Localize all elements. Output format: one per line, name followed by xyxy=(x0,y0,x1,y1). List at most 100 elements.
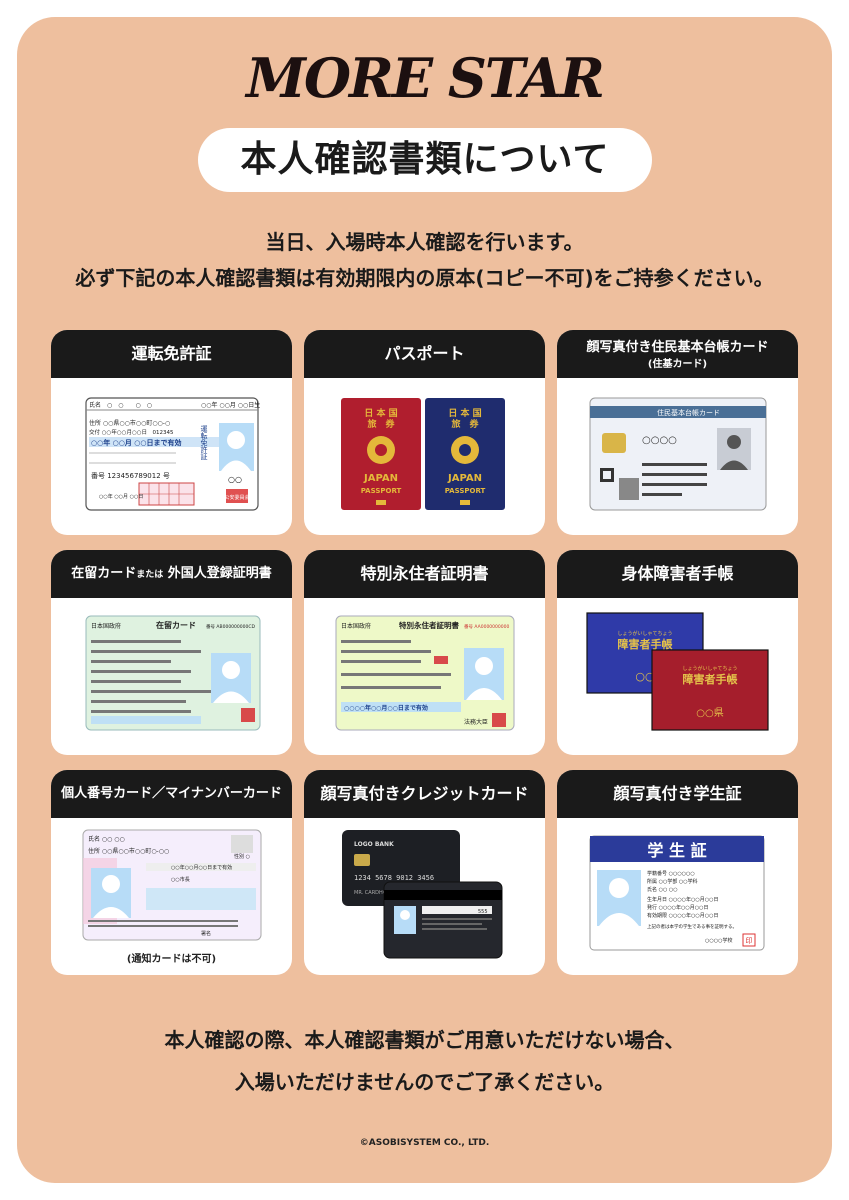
techo-red-title: 障害者手帳 xyxy=(683,672,738,686)
mynumber-note: (通知カードは不可) xyxy=(126,954,217,965)
card-header: 個人番号カード／マイナンバーカード xyxy=(51,770,292,818)
card-mynumber: 個人番号カード／マイナンバーカード 氏名 ○○ ○○ 住所 ○○県○○市○○町○… xyxy=(51,770,292,975)
card-title: 個人番号カード／マイナンバーカード xyxy=(61,786,282,801)
passport-blue-top1: 日 本 国 xyxy=(448,407,481,419)
credit-holder: MR. CARDHOLDER xyxy=(354,890,401,896)
techo-red-pref: ○○県 xyxy=(696,707,723,719)
license-seal: 公安委員会 xyxy=(224,494,249,501)
license-side-label: 運転免許証 xyxy=(200,424,208,461)
passport-red-top1: 日 本 国 xyxy=(364,407,397,419)
student-row4: 生年月日 ○○○○年○○月○○日 xyxy=(647,896,719,903)
techo-blue-circle: ○○ xyxy=(635,670,654,683)
zairyu-title: 在留カード xyxy=(156,620,196,630)
card-title-tail: 外国人登録証明書 xyxy=(167,565,272,581)
passport-blue-top2: 旅 券 xyxy=(451,418,479,430)
student-row2: 所属 ○○学部 ○○学科 xyxy=(647,878,698,885)
student-row1: 学籍番号 ○○○○○○ xyxy=(647,870,695,877)
student-row6: 有効期限 ○○○○年○○月○○日 xyxy=(647,912,719,919)
card-title: パスポート xyxy=(384,344,465,363)
card-title: 身体障害者手帳 xyxy=(621,564,734,583)
license-valid: ○○年 ○○月 ○○日まで有効 xyxy=(91,438,182,447)
tokubetsu-valid: ○○○○年○○月○○日まで有効 xyxy=(344,704,428,712)
student-id-illustration: 学 生 証 学籍番号 ○○○○○○ 所属 ○○学部 ○○学科 氏名 ○○ ○○ … xyxy=(589,835,765,951)
card-tokubetsu: 特別永住者証明書 日本国政府 特別永住者証明書 番号 AA0000000000 … xyxy=(304,550,545,755)
license-issue: 交付 ○○年○○月○○日 012345 xyxy=(89,428,174,436)
shogai-techo-illustration: しょうがいしゃてちょう 障害者手帳 ○○ しょうがいしゃてちょう 障害者手帳 ○… xyxy=(586,612,769,731)
juki-circles: ○○○○ xyxy=(642,435,677,446)
copyright: ©ASOBISYSTEM CO., LTD. xyxy=(359,1138,490,1148)
intro-line-1: 当日、入場時本人確認を行います。 xyxy=(265,230,584,254)
zairyu-gov: 日本国政府 xyxy=(91,622,121,630)
more-star-logo: MORE STAR xyxy=(246,46,605,110)
card-drivers-license: 運転免許証 氏名 ○ ○ ○ ○ ○○年 ○○月 ○○日生 住所 ○○県○○市○… xyxy=(51,330,292,535)
card-header: 身体障害者手帳 xyxy=(557,550,798,598)
mynumber-bottom: 署名 xyxy=(201,930,211,937)
drivers-license-illustration: 氏名 ○ ○ ○ ○ ○○年 ○○月 ○○日生 住所 ○○県○○市○○町○○-○… xyxy=(85,397,260,511)
license-birth: ○○年 ○○月 ○○日生 xyxy=(201,401,260,409)
tokubetsu-sign: 法務大臣 xyxy=(464,718,488,726)
student-note: 上記の者は本学の学生である事を証明する。 xyxy=(647,923,737,930)
student-row3: 氏名 ○○ ○○ xyxy=(647,886,678,893)
card-header: 顔写真付き住民基本台帳カード (住基カード) xyxy=(557,330,798,378)
juki-header: 住民基本台帳カード xyxy=(657,408,720,417)
credit-code: 555 xyxy=(478,909,488,915)
juki-card-illustration: 住民基本台帳カード ○○○○ xyxy=(589,397,767,511)
student-school: ○○○○学校 xyxy=(705,937,732,944)
card-shogai-techo: 身体障害者手帳 しょうがいしゃてちょう 障害者手帳 ○○ しょうがいしゃてちょう… xyxy=(557,550,798,755)
zairyu-card-illustration: 日本国政府 在留カード 番号 AB000000000CD xyxy=(85,615,261,731)
student-row5: 発行 ○○○○年○○月○○日 xyxy=(647,904,709,911)
passport-illustration: 日 本 国 旅 券 日 本 国 旅 券 JAPAN PASSPORT JAPAN… xyxy=(341,398,505,510)
card-title: 顔写真付き住民基本台帳カード xyxy=(586,339,769,355)
card-header: 運転免許証 xyxy=(51,330,292,378)
license-number: 番号 123456789012 号 xyxy=(91,472,170,480)
tokubetsu-number: 番号 AA0000000000 xyxy=(464,623,509,630)
card-student-id: 顔写真付き学生証 学 生 証 学籍番号 ○○○○○○ 所属 ○○学部 ○○学科 … xyxy=(557,770,798,975)
card-header: 在留カードまたは 外国人登録証明書 xyxy=(51,550,292,598)
zairyu-number: 番号 AB000000000CD xyxy=(206,623,256,630)
card-juki-card: 顔写真付き住民基本台帳カード (住基カード) 住民基本台帳カード ○○○○ xyxy=(557,330,798,535)
page-title: 本人確認書類について xyxy=(198,128,652,192)
passport-blue-word: PASSPORT xyxy=(445,487,486,495)
mynumber-address: 住所 ○○県○○市○○町○-○○ xyxy=(88,847,169,855)
card-zairyu-card: 在留カードまたは 外国人登録証明書 日本国政府 在留カード 番号 AB00000… xyxy=(51,550,292,755)
credit-number: 1234 5678 9012 3456 xyxy=(354,874,434,882)
card-header: 顔写真付き学生証 xyxy=(557,770,798,818)
card-title: 顔写真付きクレジットカード xyxy=(320,784,529,803)
license-address: 住所 ○○県○○市○○町○○-○ xyxy=(89,419,170,427)
credit-card-illustration: LOGO BANK 1234 5678 9012 3456 MR. CARDHO… xyxy=(342,830,503,959)
tokubetsu-title: 特別永住者証明書 xyxy=(399,620,459,630)
mynumber-illustration: 氏名 ○○ ○○ 住所 ○○県○○市○○町○-○○ 性別 ○ ○○年○○月○○日… xyxy=(82,829,262,941)
card-title-connector: または xyxy=(136,569,164,580)
student-seal: 印 xyxy=(746,937,753,945)
tokubetsu-gov: 日本国政府 xyxy=(341,622,371,630)
techo-blue-title: 障害者手帳 xyxy=(618,637,673,651)
passport-blue-country: JAPAN xyxy=(447,473,482,484)
svg-text:○○年 ○○月 ○○日: ○○年 ○○月 ○○日 xyxy=(99,493,143,500)
card-header: 特別永住者証明書 xyxy=(304,550,545,598)
license-name: 氏名 ○ ○ ○ ○ xyxy=(89,401,152,409)
student-title: 学 生 証 xyxy=(647,841,706,860)
card-passport: パスポート 日 本 国 旅 券 日 本 国 旅 券 JAPAN PASSPORT… xyxy=(304,330,545,535)
card-subtitle: (住基カード) xyxy=(647,358,708,370)
credit-bank: LOGO BANK xyxy=(354,841,394,848)
techo-red-ruby: しょうがいしゃてちょう xyxy=(682,665,737,672)
passport-red-word: PASSPORT xyxy=(361,487,402,495)
card-title: 在留カード xyxy=(71,565,137,581)
passport-red-country: JAPAN xyxy=(363,473,398,484)
card-credit: 顔写真付きクレジットカード LOGO BANK 1234 5678 9012 3… xyxy=(304,770,545,975)
tokubetsu-illustration: 日本国政府 特別永住者証明書 番号 AA0000000000 ○○○○年○○月○… xyxy=(335,615,515,731)
techo-blue-ruby: しょうがいしゃてちょう xyxy=(617,630,672,637)
mynumber-mark: ○○市長 xyxy=(171,876,190,883)
intro-line-2: 必ず下記の本人確認書類は有効期限内の原本(コピー不可)をご持参ください。 xyxy=(75,266,774,290)
card-title: 運転免許証 xyxy=(131,344,212,363)
card-title: 特別永住者証明書 xyxy=(360,564,489,583)
mynumber-sex: 性別 ○ xyxy=(234,853,250,860)
mynumber-name: 氏名 ○○ ○○ xyxy=(88,835,125,843)
bottom-line-1: 本人確認の際、本人確認書類がご用意いただけない場合、 xyxy=(164,1028,685,1052)
card-title: 顔写真付き学生証 xyxy=(613,784,742,803)
passport-red-top2: 旅 券 xyxy=(367,418,395,430)
mynumber-valid: ○○年○○月○○日まで有効 xyxy=(171,864,232,871)
bottom-line-2: 入場いただけませんのでご了承ください。 xyxy=(234,1070,615,1094)
card-header: 顔写真付きクレジットカード xyxy=(304,770,545,818)
svg-text:○○: ○○ xyxy=(228,475,242,484)
